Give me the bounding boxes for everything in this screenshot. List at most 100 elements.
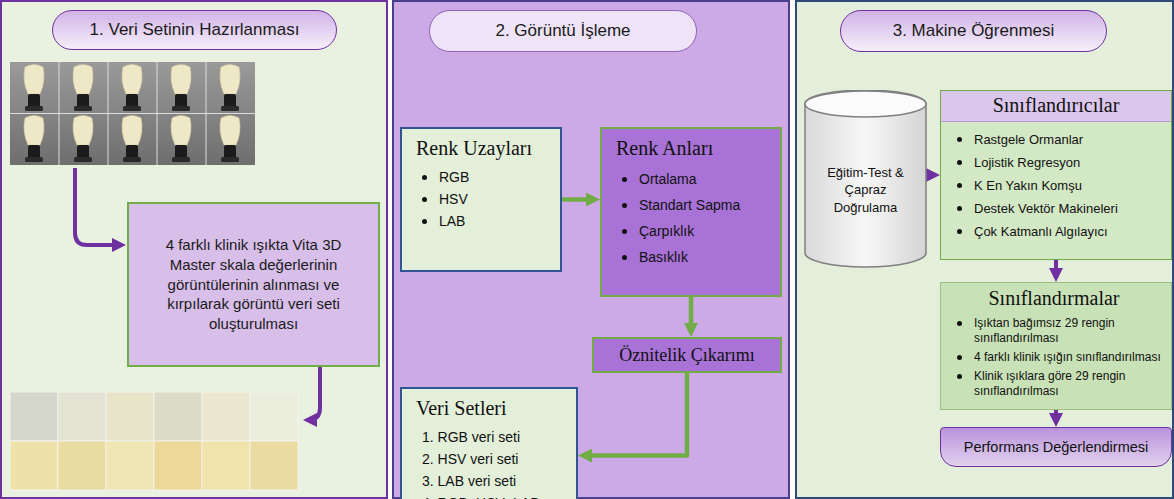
bullet-dot bbox=[957, 229, 962, 234]
list-item: 4 farklı klinik ışığın sınıflandırılması bbox=[945, 348, 1163, 367]
flow-arrow bbox=[585, 373, 687, 456]
flow-arrow bbox=[927, 173, 933, 177]
flow-arrow bbox=[308, 360, 320, 420]
stage-heading: 1. Veri Setinin Hazırlanması bbox=[52, 10, 337, 50]
bullet-dot bbox=[957, 206, 962, 211]
color-patch bbox=[58, 392, 106, 441]
stage-panel: 1. Veri Setinin Hazırlanması 4 farklı kli… bbox=[0, 0, 388, 499]
color-patch bbox=[250, 392, 298, 441]
bullet-dot bbox=[422, 197, 427, 202]
list-item: Rastgele Ormanlar bbox=[941, 128, 1165, 151]
list-item: Lojistik Regresyon bbox=[941, 151, 1165, 174]
bullet-dot bbox=[422, 175, 427, 180]
list-item: 4. RGB+HSV+LAB bbox=[416, 492, 568, 499]
photo-ground bbox=[10, 62, 255, 165]
photo-gap bbox=[157, 62, 158, 165]
box-title: Sınıflandırıcılar bbox=[941, 91, 1171, 122]
color-patch bbox=[58, 441, 106, 490]
list-item: 1. RGB veri seti bbox=[416, 426, 568, 448]
color-patch bbox=[10, 392, 58, 441]
list-text: Rastgele Ormanlar bbox=[974, 132, 1083, 147]
flow-arrow bbox=[75, 168, 119, 245]
list-text: Standart Sapma bbox=[639, 197, 740, 213]
tooth-shade bbox=[220, 116, 240, 163]
photo-gap bbox=[10, 113, 255, 114]
process-box: Öznitelik Çıkarımı bbox=[592, 337, 782, 373]
box-text: Performans Değerlendirmesi bbox=[964, 439, 1149, 455]
list-text: K En Yakın Komşu bbox=[974, 178, 1082, 193]
list-item: 3. LAB veri seti bbox=[416, 470, 568, 492]
list-text: HSV bbox=[439, 191, 468, 207]
list-item: LAB bbox=[416, 210, 552, 232]
box-title: Renk Uzayları bbox=[416, 137, 552, 160]
box-title: Renk Anları bbox=[616, 137, 772, 160]
tooth-shade bbox=[24, 65, 44, 112]
flow-arrow bbox=[1054, 410, 1058, 420]
list-item: 2. HSV veri seti bbox=[416, 448, 568, 470]
flow-arrow-tip bbox=[310, 418, 312, 422]
color-patch bbox=[154, 392, 202, 441]
stage-panel: 3. Makine ÖğrenmesiEğitim-Test & Çapraz … bbox=[795, 0, 1174, 499]
list-text: LAB bbox=[439, 213, 465, 229]
list-text: Ortalama bbox=[639, 171, 697, 187]
list-item: Klinik ışıklara göre 29 rengin sınıfland… bbox=[945, 367, 1163, 401]
flow-arrow bbox=[1054, 260, 1058, 275]
list-text: Basıklık bbox=[639, 249, 688, 265]
flow-arrow bbox=[689, 297, 694, 330]
color-patch bbox=[106, 441, 154, 490]
box-text: Öznitelik Çıkarımı bbox=[619, 345, 754, 366]
list-text: 4 farklı klinik ışığın sınıflandırılması bbox=[974, 350, 1161, 365]
bullet-dot bbox=[622, 177, 627, 182]
color-patch bbox=[202, 441, 250, 490]
tooth-shade bbox=[122, 65, 142, 112]
flow-arrow bbox=[562, 197, 593, 202]
tooth-shade bbox=[24, 116, 44, 163]
stage-heading: 3. Makine Öğrenmesi bbox=[840, 10, 1107, 52]
stage-panel: 2. Görüntü İşlemeRenk UzaylarıRGBHSVLABR… bbox=[392, 0, 790, 499]
list-item: K En Yakın Komşu bbox=[941, 174, 1165, 197]
list-text: Destek Vektör Makineleri bbox=[974, 201, 1118, 216]
list-text: Işıktan bağımsız 29 rengin sınıflandırıl… bbox=[974, 316, 1163, 346]
cylinder-top bbox=[805, 91, 926, 117]
box-text: 4 farklı klinik ışıkta Vita 3D Master sk… bbox=[149, 235, 358, 334]
list-box: Renk UzaylarıRGB HSV LAB bbox=[400, 127, 562, 272]
list-text: 3. LAB veri seti bbox=[422, 473, 516, 489]
process-box: Performans Değerlendirmesi bbox=[940, 427, 1172, 467]
list-box: Renk AnlarıOrtalamaStandart SapmaÇarpıkl… bbox=[600, 127, 782, 297]
tooth-shade bbox=[171, 65, 191, 112]
color-patch bbox=[154, 441, 202, 490]
stage-heading: 2. Görüntü İşleme bbox=[429, 10, 697, 52]
list-text: Klinik ışıklara göre 29 rengin sınıfland… bbox=[974, 369, 1163, 399]
list-item: Çok Katmanlı Algılayıcı bbox=[941, 220, 1165, 243]
list-item: Destek Vektör Makineleri bbox=[941, 197, 1165, 220]
box-title: Veri Setleri bbox=[416, 397, 568, 420]
list-text: Çarpıklık bbox=[639, 223, 694, 239]
list-item: Çarpıklık bbox=[616, 218, 772, 244]
teeth-photo bbox=[10, 62, 255, 165]
list-box: SınıflandırmalarIşıktan bağımsız 29 reng… bbox=[940, 282, 1172, 410]
list-item: Ortalama bbox=[616, 166, 772, 192]
bullet-dot bbox=[622, 255, 627, 260]
bullet-dot bbox=[957, 374, 962, 379]
list-text: 1. RGB veri seti bbox=[422, 429, 520, 445]
bullet-dot bbox=[957, 321, 962, 326]
photo-gap bbox=[108, 62, 109, 165]
database-cylinder: Eğitim-Test & Çapraz Doğrulama bbox=[804, 90, 927, 268]
list-item: RGB bbox=[416, 166, 552, 188]
tooth-shade bbox=[73, 116, 93, 163]
tooth-shade bbox=[220, 65, 240, 112]
photo-gap bbox=[59, 62, 60, 165]
color-patch bbox=[10, 441, 58, 490]
tooth-shade bbox=[122, 116, 142, 163]
photo-gap bbox=[206, 62, 207, 165]
color-patch bbox=[106, 392, 154, 441]
box-text: Eğitim-Test & Çapraz Doğrulama bbox=[818, 164, 914, 217]
bullet-dot bbox=[957, 137, 962, 142]
list-text: RGB bbox=[439, 169, 469, 185]
bullet-dot bbox=[957, 160, 962, 165]
tooth-shade bbox=[171, 116, 191, 163]
box-title: Sınıflandırmalar bbox=[945, 287, 1163, 310]
list-item: HSV bbox=[416, 188, 552, 210]
cylinder-body bbox=[805, 90, 926, 267]
